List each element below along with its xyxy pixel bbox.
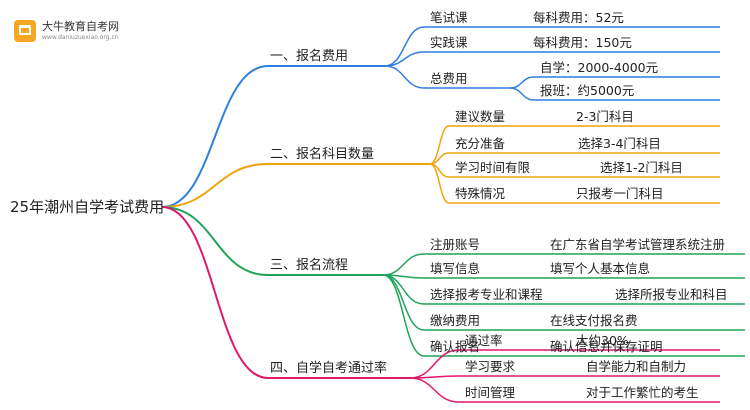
root-node[interactable]: 25年潮州自学考试费用: [10, 198, 164, 216]
item-value: 对于工作繁忙的考生: [586, 385, 699, 400]
subitem-connector: [509, 87, 535, 101]
item-value: 2-3门科目: [576, 109, 634, 124]
item-label[interactable]: 填写信息: [430, 261, 480, 276]
item-label[interactable]: 笔试课: [430, 10, 468, 25]
branch-connector: [161, 65, 269, 208]
item-connector: [429, 125, 450, 165]
logo-name: 大牛教育自考网: [42, 20, 119, 33]
item-connector: [382, 274, 425, 305]
item-connector: [382, 274, 425, 357]
branch-4-label[interactable]: 四、自学自考通过率: [270, 360, 387, 376]
item-value: 自学能力和自制力: [586, 359, 686, 374]
item-value: 选择3-4门科目: [578, 136, 661, 151]
item-label[interactable]: 学习时间有限: [455, 160, 531, 175]
branch-3-label[interactable]: 三、报名流程: [270, 257, 348, 273]
item-connector: [409, 377, 460, 403]
item-connector: [429, 163, 450, 204]
item-value: 在线支付报名费: [550, 313, 638, 328]
item-label[interactable]: 学习要求: [465, 359, 516, 374]
site-logo[interactable]: 大牛教育自考网 www.daniuzuexiao.org.cn: [14, 16, 164, 48]
item-connector: [384, 51, 425, 67]
item-label[interactable]: 确认报名: [430, 339, 480, 354]
item-value: 选择所报专业和科目: [615, 287, 728, 302]
item-label[interactable]: 建议数量: [455, 109, 505, 124]
item-label[interactable]: 特殊情况: [455, 186, 506, 201]
item-label[interactable]: 总费用: [430, 71, 468, 86]
item-label[interactable]: 选择报考专业和课程: [430, 287, 543, 302]
item-connector: [382, 253, 425, 276]
item-label[interactable]: 通过率: [465, 333, 503, 348]
branch-2-label[interactable]: 二、报名科目数量: [270, 146, 374, 162]
item-label[interactable]: 充分准备: [455, 136, 506, 151]
item-value: 在广东省自学考试管理系统注册: [550, 237, 725, 252]
branch-connector: [161, 206, 269, 379]
mindmap-edges: [161, 26, 745, 403]
item-value: 只报考一门科目: [576, 186, 664, 201]
item-value: 大约30%: [576, 333, 629, 348]
item-value: 选择1-2门科目: [600, 160, 683, 175]
item-connector: [384, 26, 425, 67]
item-label[interactable]: 缴纳费用: [430, 313, 480, 328]
item-connector: [409, 349, 460, 379]
subitem-connector: [509, 76, 535, 89]
branch-connector: [161, 206, 269, 276]
logo-url: www.daniuzuexiao.org.cn: [42, 34, 119, 41]
item-label[interactable]: 实践课: [430, 35, 468, 50]
item-label[interactable]: 注册账号: [430, 237, 480, 252]
subitem-value: 自学：2000-4000元: [540, 60, 658, 75]
book-icon: [14, 20, 36, 42]
item-value: 每科费用：150元: [533, 35, 632, 50]
item-connector: [384, 65, 425, 89]
item-value: 确认信息并保存证明: [550, 339, 663, 354]
item-value: 每科费用：52元: [533, 10, 624, 25]
item-value: 填写个人基本信息: [550, 261, 650, 276]
branch-1-label[interactable]: 一、报名费用: [270, 48, 348, 64]
subitem-value: 报班：约5000元: [540, 83, 634, 98]
branch-connector: [161, 163, 269, 208]
item-label[interactable]: 时间管理: [465, 385, 516, 400]
